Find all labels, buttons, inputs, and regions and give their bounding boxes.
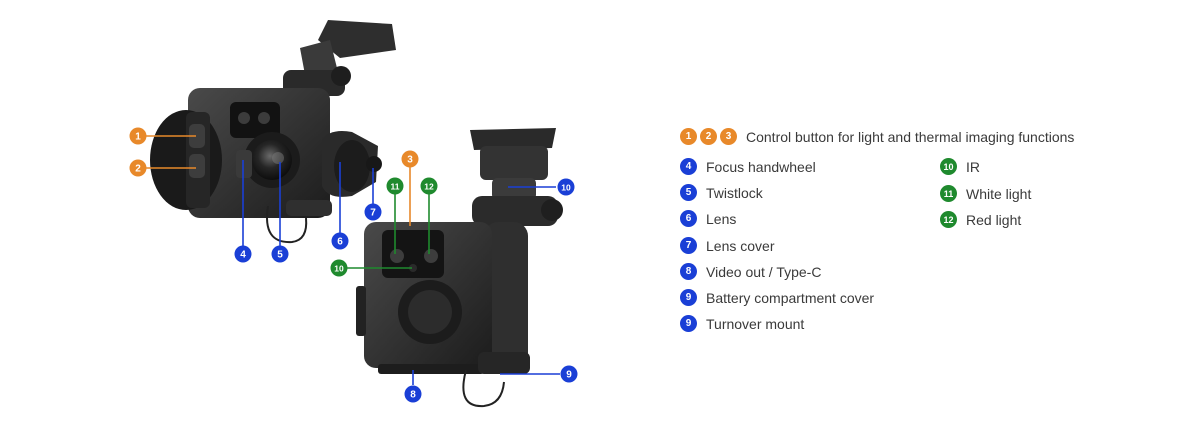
callout-number: 7 [370, 208, 376, 219]
legend-text: Video out / Type-C [706, 263, 822, 280]
legend-item-ir: 10 IR [940, 158, 980, 175]
legend-item-white-light: 11 White light [940, 185, 1031, 202]
legend-badge-3: 3 [720, 128, 737, 145]
legend-badge: 8 [680, 263, 697, 280]
callout-number: 10 [561, 183, 571, 193]
callout-badge-10: 10 [330, 259, 348, 277]
device-left-view [150, 20, 396, 244]
legend-badge-1: 1 [680, 128, 697, 145]
callout-badge-7: 7 [364, 203, 382, 221]
callout-badge-4: 4 [234, 245, 252, 263]
legend-text: Twistlock [706, 184, 763, 201]
legend-item-battery-cover: 9 Battery compartment cover [680, 289, 874, 306]
legend-text: White light [966, 185, 1032, 202]
legend-badge: 9 [680, 289, 697, 306]
callout-number: 11 [391, 182, 400, 192]
callout-number: 1 [135, 132, 141, 143]
callout-number: 2 [135, 164, 141, 175]
legend-badge: 9 [680, 315, 697, 332]
callout-badge-9: 9 [560, 365, 578, 383]
legend-text: Lens cover [706, 237, 775, 254]
legend-item-twistlock: 5 Twistlock [680, 184, 763, 201]
legend-text: Control button for light and thermal ima… [746, 128, 1075, 145]
legend-item-turnover-mount: 9 Turnover mount [680, 315, 804, 332]
callout-badge-12: 12 [420, 177, 438, 195]
callout-badge-5: 5 [271, 245, 289, 263]
legend-item-video-out: 8 Video out / Type-C [680, 263, 821, 280]
callout-number: 8 [410, 390, 416, 401]
legend-text: Battery compartment cover [706, 289, 875, 306]
legend-badge: 12 [940, 211, 957, 228]
legend-badge: 10 [940, 158, 957, 175]
legend-badge: 11 [940, 185, 957, 202]
legend-item-focus-handwheel: 4 Focus handwheel [680, 158, 816, 175]
legend-text: Lens [706, 210, 737, 227]
callout-badge-3: 3 [401, 150, 419, 168]
legend-badge: 6 [680, 210, 697, 227]
callout-number: 9 [566, 370, 572, 381]
legend-text: Focus handwheel [706, 158, 816, 175]
legend-badge-2: 2 [700, 128, 717, 145]
legend-item-red-light: 12 Red light [940, 211, 1021, 228]
legend-text: IR [966, 158, 980, 175]
legend-badge: 5 [680, 184, 697, 201]
legend-badge: 4 [680, 158, 697, 175]
callout-number: 5 [277, 250, 283, 261]
callout-badge-2: 2 [129, 159, 147, 177]
callout-number: 12 [424, 182, 434, 192]
callout-number: 4 [240, 250, 246, 261]
callout-number: 6 [337, 237, 343, 248]
callout-badge-11: 11 [386, 177, 404, 195]
device-right-view [356, 128, 563, 408]
legend-badge: 7 [680, 237, 697, 254]
callout-number: 10 [334, 264, 344, 274]
legend-item-control-buttons: 1 2 3 Control button for light and therm… [680, 128, 1074, 145]
legend-item-lens-cover: 7 Lens cover [680, 237, 774, 254]
callout-badge-8: 8 [404, 385, 422, 403]
callout-badge-10: 10 [557, 178, 575, 196]
legend-text: Red light [966, 211, 1022, 228]
callout-number: 3 [407, 155, 413, 166]
callout-badge-1: 1 [129, 127, 147, 145]
legend-item-lens: 6 Lens [680, 210, 736, 227]
callout-badge-6: 6 [331, 232, 349, 250]
legend-text: Turnover mount [706, 315, 805, 332]
